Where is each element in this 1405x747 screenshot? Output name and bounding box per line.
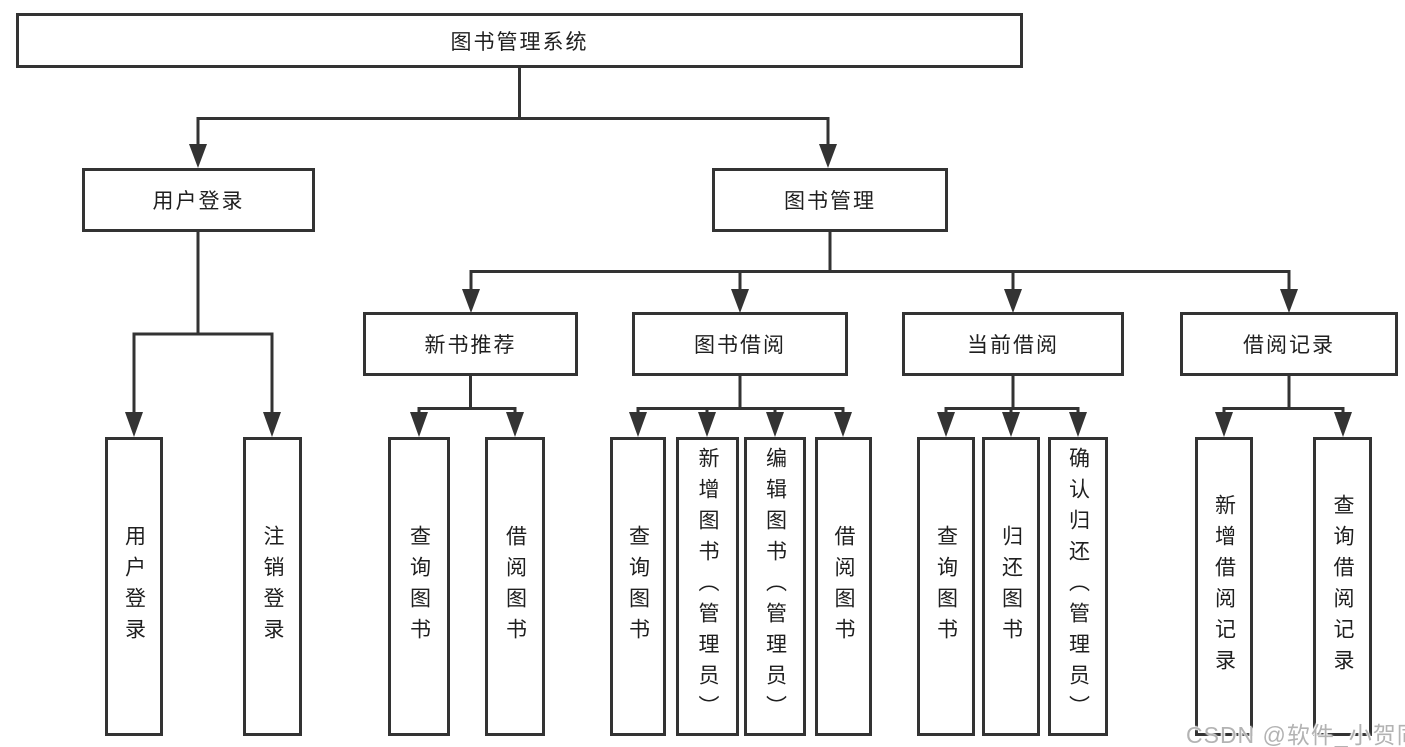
leaf-add-books-admin: 新增图书（管理员） <box>676 437 739 736</box>
node-borrowing-records: 借阅记录 <box>1180 312 1398 376</box>
arrowhead-icon <box>462 289 480 313</box>
arrowhead-icon <box>834 412 852 437</box>
connector-new-book-split <box>417 376 517 416</box>
leaf-label: 查询借阅记录 <box>1331 493 1355 680</box>
connector-user-login-split <box>132 232 274 414</box>
leaf-query-books-current: 查询图书 <box>917 437 975 736</box>
arrowhead-icon <box>125 412 143 437</box>
leaf-label: 归还图书 <box>999 524 1023 649</box>
leaf-query-borrow-record: 查询借阅记录 <box>1313 437 1372 736</box>
leaf-return-books: 归还图书 <box>982 437 1040 736</box>
arrowhead-icon <box>629 412 647 437</box>
leaf-label: 借阅图书 <box>503 524 527 649</box>
leaf-label: 确认归还（管理员） <box>1066 447 1090 726</box>
leaf-edit-books-admin: 编辑图书（管理员） <box>744 437 806 736</box>
connector-borrow-record-split <box>1222 376 1345 416</box>
node-label: 借阅记录 <box>1243 334 1335 357</box>
arrowhead-icon <box>1069 412 1087 437</box>
node-user-login: 用户登录 <box>82 168 315 232</box>
node-book-management: 图书管理 <box>712 168 948 232</box>
leaf-add-borrow-record: 新增借阅记录 <box>1195 437 1253 736</box>
node-current-borrowing: 当前借阅 <box>902 312 1124 376</box>
arrowhead-icon <box>698 412 716 437</box>
watermark: CSDN @软件_小贺同学 <box>1186 722 1405 747</box>
arrowhead-icon <box>189 144 207 168</box>
leaf-borrow-books-borrowing: 借阅图书 <box>815 437 872 736</box>
leaf-label: 注销登录 <box>261 524 285 649</box>
leaf-label: 用户登录 <box>122 524 146 649</box>
connector-current-borrow-split <box>944 376 1080 416</box>
arrowhead-icon <box>766 412 784 437</box>
arrowhead-icon <box>506 412 524 437</box>
node-label: 用户登录 <box>152 190 245 213</box>
leaf-label: 查询图书 <box>934 524 958 649</box>
arrowhead-icon <box>1002 412 1020 437</box>
arrowhead-icon <box>937 412 955 437</box>
leaf-query-books-recommend: 查询图书 <box>388 437 450 736</box>
node-book-borrowing: 图书借阅 <box>632 312 848 376</box>
arrowhead-icon <box>1334 412 1352 437</box>
arrowhead-icon <box>1280 289 1298 313</box>
connector-book-borrow-split <box>636 376 845 416</box>
leaf-label: 借阅图书 <box>832 524 856 649</box>
node-label: 图书管理系统 <box>450 30 589 54</box>
leaf-query-books-borrowing: 查询图书 <box>610 437 666 736</box>
connector-book-management-split <box>469 232 1291 291</box>
node-label: 新书推荐 <box>424 334 517 357</box>
leaf-label: 新增图书（管理员） <box>696 447 720 726</box>
arrowhead-icon <box>1215 412 1233 437</box>
leaf-borrow-books-recommend: 借阅图书 <box>485 437 545 736</box>
arrowhead-icon <box>410 412 428 437</box>
leaf-label: 查询图书 <box>626 524 650 649</box>
leaf-label: 新增借阅记录 <box>1212 493 1236 680</box>
node-label: 图书借阅 <box>694 334 786 357</box>
node-new-book-recommendation: 新书推荐 <box>363 312 578 376</box>
node-library-system: 图书管理系统 <box>16 13 1023 68</box>
arrowhead-icon <box>731 289 749 313</box>
leaf-label: 查询图书 <box>407 524 431 649</box>
leaf-label: 编辑图书（管理员） <box>763 447 787 726</box>
arrowhead-icon <box>263 412 281 437</box>
arrowhead-icon <box>1004 289 1022 313</box>
connector-root-split <box>196 68 830 145</box>
arrowhead-icon <box>819 144 837 168</box>
node-label: 图书管理 <box>784 190 876 213</box>
node-label: 当前借阅 <box>967 334 1059 357</box>
leaf-confirm-return-admin: 确认归还（管理员） <box>1048 437 1108 736</box>
leaf-user-login: 用户登录 <box>105 437 163 736</box>
leaf-logout: 注销登录 <box>243 437 302 736</box>
